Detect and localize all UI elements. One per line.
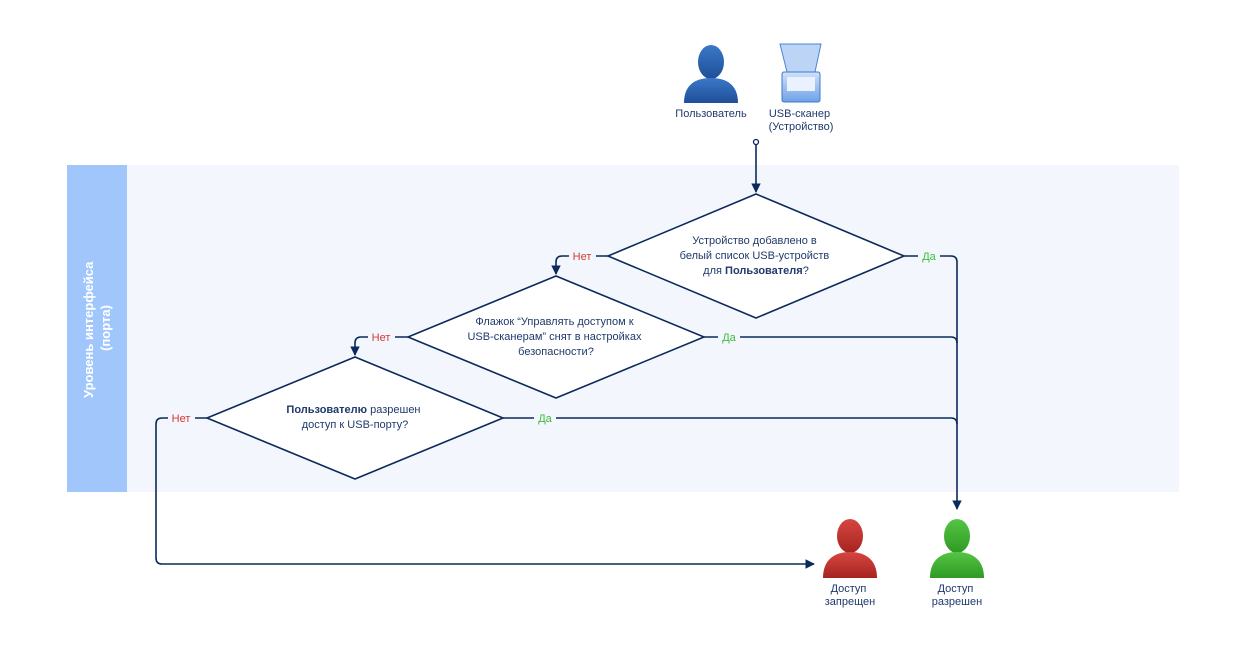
- connector-yes-1: [904, 255, 962, 510]
- decision-port-access: [204, 356, 506, 480]
- label-no-2: Нет: [372, 332, 391, 344]
- user-label: Пользователь: [675, 108, 747, 120]
- usb-scanner-icon: [779, 43, 822, 103]
- decision-scanner-flag: [405, 275, 707, 399]
- swimlane-header: [67, 165, 127, 492]
- connector-yes-2: [704, 336, 958, 344]
- access-denied-user-icon: [823, 519, 877, 578]
- label-yes-1: Да: [922, 251, 936, 263]
- swimlane-title: Уровень интерфейса (порта): [81, 258, 113, 398]
- access-allowed-label: Доступ разрешен: [932, 583, 982, 608]
- decision-whitelist-text: Устройство добавлено в белый список USB-…: [680, 235, 833, 277]
- usb-scanner-label: USB-сканер (Устройство): [769, 108, 834, 133]
- connector-no-3: [155, 417, 815, 569]
- flow-start-point: [752, 138, 760, 146]
- connector-no-2: [350, 336, 408, 356]
- connector-no-1: [551, 255, 608, 275]
- decision-port-access-text: Пользователю разрешен доступ к USB-порту…: [286, 404, 423, 431]
- label-yes-3: Да: [538, 413, 552, 425]
- connector-yes-3: [503, 417, 958, 425]
- label-no-3: Нет: [172, 413, 191, 425]
- access-denied-label: Доступ запрещен: [825, 583, 875, 608]
- decision-whitelist: [605, 193, 907, 319]
- user-icon: [684, 45, 738, 103]
- decision-scanner-flag-text: Флажок “Управлять доступом к USB-сканера…: [467, 316, 644, 358]
- access-allowed-user-icon: [930, 519, 984, 578]
- label-yes-2: Да: [722, 332, 736, 344]
- label-no-1: Нет: [573, 251, 592, 263]
